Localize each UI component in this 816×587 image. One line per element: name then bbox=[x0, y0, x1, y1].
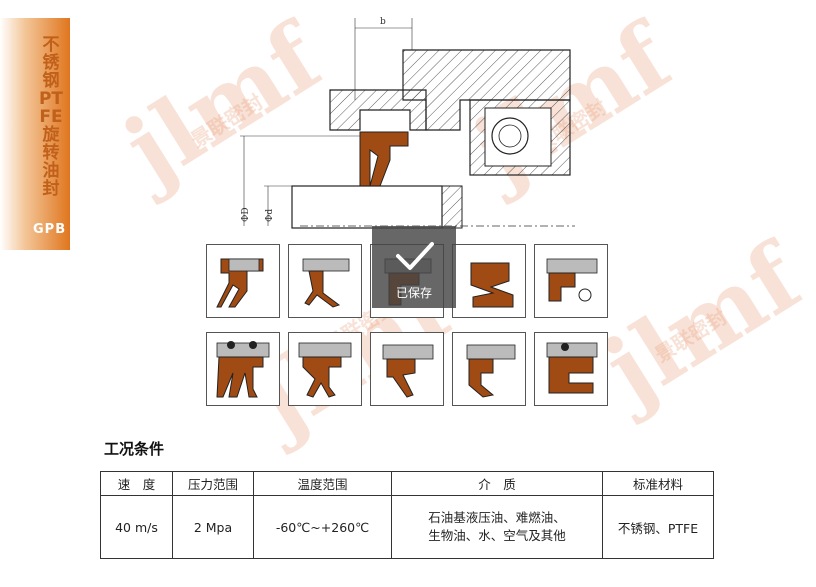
bearing-ball-inner bbox=[498, 124, 522, 148]
header-medium: 介 质 bbox=[391, 471, 603, 496]
bearing-ball bbox=[491, 117, 529, 155]
header-material: 标准材料 bbox=[602, 471, 714, 496]
saved-toast: 已保存 bbox=[372, 226, 456, 308]
header-pressure: 压力范围 bbox=[172, 471, 254, 496]
cell-temperature: -60℃~+260℃ bbox=[253, 495, 392, 559]
watermark-name: 景联密封 bbox=[650, 304, 732, 368]
profile-cell bbox=[452, 332, 526, 406]
installation-drawing: b ΦD Φd bbox=[240, 17, 575, 229]
cell-medium: 石油基液压油、难燃油、 生物油、水、空气及其他 bbox=[391, 495, 603, 559]
saved-label: 已保存 bbox=[395, 286, 432, 300]
cell-pressure: 2 Mpa bbox=[172, 495, 254, 559]
seal-profile-grid bbox=[206, 244, 610, 406]
shaft bbox=[291, 185, 443, 229]
table-row: 40 m/s 2 Mpa -60℃~+260℃ 石油基液压油、难燃油、 生物油、… bbox=[100, 495, 714, 559]
product-title: 不锈钢PTFE旋转油封 bbox=[38, 35, 64, 199]
product-code: GPB bbox=[33, 222, 67, 237]
watermark-logo: jlmf bbox=[586, 223, 816, 425]
header-temperature: 温度范围 bbox=[253, 471, 392, 496]
header-speed: 速 度 bbox=[100, 471, 173, 496]
profile-cell bbox=[206, 244, 280, 318]
profile-cell bbox=[206, 332, 280, 406]
dim-d-label: Φd bbox=[265, 209, 275, 222]
profile-cell bbox=[452, 244, 526, 318]
dim-D-label: ΦD bbox=[241, 207, 251, 222]
profile-cell bbox=[534, 332, 608, 406]
profile-cell bbox=[370, 332, 444, 406]
sidebar-tab bbox=[0, 18, 70, 250]
table-header-row: 速 度 压力范围 温度范围 介 质 标准材料 bbox=[100, 471, 714, 496]
shaft-sleeve bbox=[441, 185, 463, 229]
housing-left bbox=[329, 89, 427, 131]
conditions-title: 工况条件 bbox=[104, 440, 165, 458]
cell-material: 不锈钢、PTFE bbox=[602, 495, 714, 559]
seal-cross-section bbox=[359, 131, 409, 187]
dim-b-label: b bbox=[380, 17, 386, 27]
check-icon bbox=[396, 242, 434, 270]
profile-cell bbox=[288, 244, 362, 318]
profile-cell bbox=[534, 244, 608, 318]
cell-speed: 40 m/s bbox=[100, 495, 173, 559]
conditions-table: 速 度 压力范围 温度范围 介 质 标准材料 40 m/s 2 Mpa -60℃… bbox=[100, 471, 714, 559]
profile-cell bbox=[288, 332, 362, 406]
